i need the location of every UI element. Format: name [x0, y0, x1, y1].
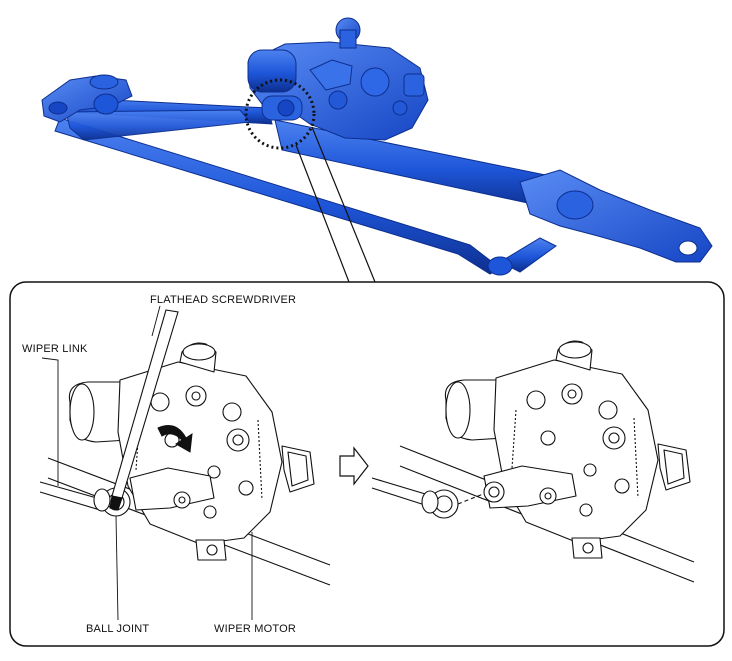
leader-screwdriver — [151, 305, 161, 337]
detail-callout-circle — [244, 78, 316, 150]
label-ball-joint: BALL JOINT — [86, 623, 150, 635]
right-detail-motor — [371, 340, 695, 583]
lower-link-rod — [54, 117, 501, 275]
cross-rod — [65, 109, 251, 141]
callout-leader-left — [295, 144, 350, 283]
label-flathead-screwdriver: FLATHEAD SCREWDRIVER — [150, 294, 297, 306]
crank-arm — [261, 95, 303, 121]
leader-wiper-link — [41, 357, 59, 486]
label-wiper-motor: WIPER MOTOR — [214, 623, 297, 635]
wiper-linkage-assembly — [41, 17, 713, 276]
right-arrow-icon — [339, 446, 369, 486]
right-pivot-bracket — [487, 169, 713, 276]
leader-ball-joint — [115, 515, 119, 621]
left-pivot-bracket — [41, 74, 133, 123]
rotation-arrow-icon — [157, 425, 193, 453]
flathead-screwdriver — [109, 309, 179, 511]
left-detail-motor — [39, 342, 331, 586]
callout-leader-right — [311, 126, 376, 283]
label-wiper-link: WIPER LINK — [22, 343, 88, 355]
